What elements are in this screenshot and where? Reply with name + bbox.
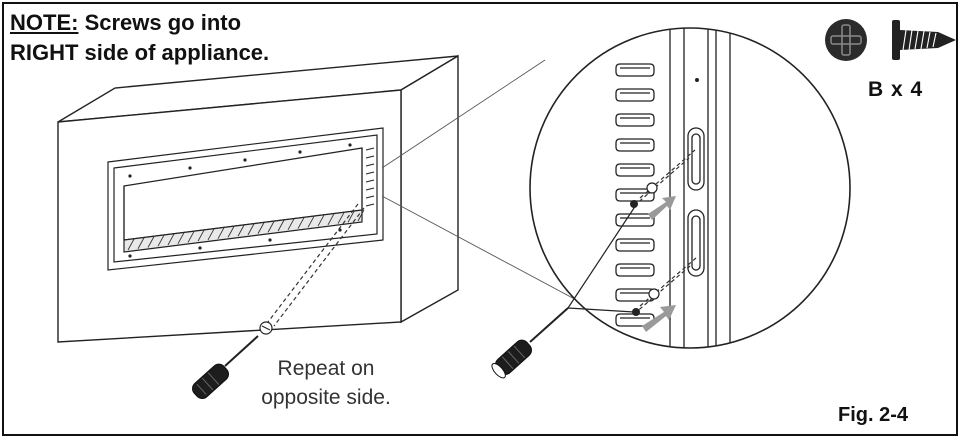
left-screw-path (267, 203, 365, 327)
hatch-line (297, 217, 305, 229)
note-text: NOTE: Screws go into RIGHT side of appli… (10, 8, 269, 68)
hatch-line (207, 228, 215, 241)
note-line1: Screws go into (78, 10, 242, 35)
hatch-line (137, 237, 145, 249)
hatch-line (327, 213, 335, 226)
hatch-line (277, 219, 285, 232)
screw-heads-detail (630, 182, 660, 316)
vent-louvers (615, 63, 655, 327)
hatch-line (357, 209, 365, 222)
hatch-line (307, 216, 315, 228)
repeat-line1: Repeat on (277, 357, 375, 380)
hatch-line (167, 233, 175, 246)
vent-louver (615, 63, 655, 77)
hatch-line (317, 214, 325, 227)
repeat-line2: opposite side. (261, 386, 391, 409)
hatch-line (237, 224, 245, 237)
left-screwdriver-icon (192, 335, 259, 400)
screw-paths-detail (633, 149, 697, 315)
hatch-line (197, 229, 205, 242)
vent-louver (615, 138, 655, 152)
small-unit-side-vents (365, 147, 375, 207)
right-screwdriver-icon (491, 204, 637, 379)
hatch-line (287, 218, 295, 231)
hatch-line (247, 223, 255, 236)
hatch-line (267, 221, 275, 233)
screw-side-view-icon (892, 20, 956, 60)
hatch-line (157, 235, 165, 247)
screw-thread-lines (902, 29, 937, 51)
hatch-line (257, 222, 265, 234)
direction-arrows (642, 196, 676, 332)
vent-louver (615, 113, 655, 127)
magnified-detail (529, 27, 851, 349)
vent-louver (615, 238, 655, 252)
figure-label: Fig. 2-4 (838, 404, 909, 426)
hatch-line (127, 238, 135, 251)
hatch-line (227, 226, 235, 238)
vent-louver (615, 263, 655, 277)
hatch-line (177, 232, 185, 244)
appliance-side-panel (669, 28, 731, 348)
hatch-line (347, 211, 355, 223)
vent-louver (615, 88, 655, 102)
hatch-line (187, 231, 195, 243)
frame-fastener-dots (128, 143, 352, 258)
vent-louver (615, 213, 655, 227)
left-screw-icon (259, 321, 273, 335)
phillips-screw-head-icon (825, 19, 867, 61)
ember-bed-hatch (127, 209, 365, 251)
vent-louver (615, 163, 655, 177)
repeat-instruction: Repeat on opposite side. (246, 354, 406, 412)
hatch-line (337, 212, 345, 224)
note-line2: RIGHT side of appliance. (10, 40, 270, 65)
hardware-quantity-label: B x 4 (868, 78, 924, 101)
wall-box (57, 54, 459, 343)
zoom-guide-lines (381, 59, 611, 319)
mounting-slots (687, 127, 705, 277)
hatch-line (217, 227, 225, 239)
note-label: NOTE: (10, 10, 79, 35)
hatch-line (147, 236, 155, 248)
